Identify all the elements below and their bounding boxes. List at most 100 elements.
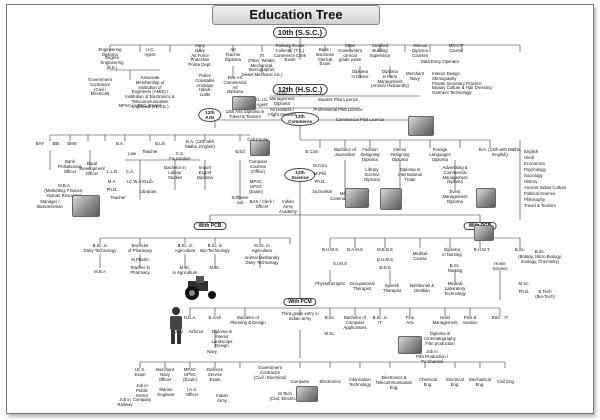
med-home-science: Home Science	[492, 261, 508, 271]
hub-with-pcb: With PCB	[193, 222, 227, 230]
med-bhmt: B.H.M.T.	[473, 247, 491, 252]
pcm-bca: Bachelor of Computer Applications	[343, 315, 367, 330]
med-msc: M.Sc.	[518, 281, 530, 286]
eng-electrical: Electrical Eng.	[446, 377, 464, 387]
hsc-lic-agent: I.L.I.C. Agent	[255, 97, 269, 107]
eng-marine: Marine Engineer	[157, 387, 175, 397]
commerce-intl-trade: Diploma in International Trade	[398, 167, 422, 182]
arts-mlib: M.Lib.	[142, 179, 154, 184]
med-phd: Ph.D.	[518, 289, 530, 294]
eng-merchant-navy: Merchant Navy Officer	[156, 367, 174, 382]
pcb-animal-husbandry: Animal Husbandry Dairy Technology	[244, 255, 280, 265]
arts-librarian: Librarian	[139, 189, 157, 194]
eng-entc: Electronics & Telecommunication Eng.	[375, 375, 413, 390]
medical-icon	[474, 225, 494, 241]
construction-icon	[296, 386, 318, 402]
diagram-title: Education Tree	[212, 5, 380, 25]
med-bhms: B.H.M.S	[322, 247, 338, 252]
hub-12th-arts: 12th Arts	[198, 108, 222, 122]
commerce-bjournalism: Bachelor of Journalism	[334, 147, 356, 157]
pcb-agriculture: B.Sc. in Agriculture	[174, 243, 196, 253]
eng-mechanical: Mechanical Eng.	[469, 377, 491, 387]
science-right-travel: Travel & Tourism	[524, 203, 556, 208]
ssc-data-entry: Data Entry Operator	[420, 59, 460, 64]
hub-12th-hsc: 12th (H.S.C.)	[272, 84, 328, 95]
arts-teacher-2: Teacher	[110, 195, 126, 200]
med-bsc: B.Sc.	[514, 247, 526, 252]
hsc-commercial-pilot: Commercial Pilot Licence	[335, 117, 385, 122]
students-icon	[345, 188, 369, 208]
pcm-pilot: Pilot & Aviation	[462, 315, 478, 325]
pcb-msc-agriculture: M.Sc. in Agriculture	[172, 265, 198, 275]
med-bds: B.D.S	[379, 265, 391, 270]
arts-software-job: Software Job	[231, 195, 249, 205]
hsc-hotel-management: Hotel Management Diploma	[269, 91, 295, 106]
pcm-film-job: Job in Film Production / TV Channel	[415, 349, 449, 364]
pcb-dairy-tech: B.Sc. in Dairy Technology	[83, 243, 117, 253]
ssc-fine-art: Fine Art Commercial Art Diploma	[223, 75, 247, 95]
arts-ma: M.A.	[107, 179, 117, 184]
arts-rural-dev: Rural Development Officer	[79, 161, 105, 176]
arts-baf: BAF	[35, 141, 45, 146]
eng-indian-army: Indian Army	[216, 393, 228, 403]
eng-computer: Computer	[290, 379, 310, 384]
commerce-journalism: Journalism	[311, 189, 333, 194]
science-right-ancient: Ancient Indian Culture	[524, 185, 567, 190]
ssc-dance-diploma: Diploma in Dance	[351, 69, 369, 79]
tractor-icon	[185, 276, 216, 300]
pcm-msc: M.Sc.	[324, 331, 336, 336]
med-medical-course: Medical Course	[412, 251, 428, 261]
science-right-polsci: Political Science	[524, 191, 556, 196]
arts-llb: L.L.B	[106, 169, 118, 174]
computer-operator-icon	[250, 140, 270, 156]
pcb-pharmacy: Bachelor of Pharmacy	[127, 243, 153, 253]
commerce-bcom: B.Com	[305, 149, 319, 154]
commerce-interior: Interior Designing Diploma	[390, 147, 410, 162]
arts-manager: Manager / Businessman	[37, 199, 63, 209]
eng-electronics: Electronics	[319, 379, 341, 384]
commerce-mphil: M.Phil	[314, 171, 326, 176]
eng-it: Information Technology	[349, 377, 371, 387]
ssc-bank-exam: Bank / Insurance Clerical Exam	[315, 47, 335, 67]
arts-bbi: BBI	[52, 141, 60, 146]
ssc-police-constable: Police Constable Animator Handi- crafts	[195, 73, 215, 98]
pcm-fine-arts: Fine Arts	[405, 315, 415, 325]
pcm-navy: Navy	[207, 349, 217, 354]
hsc-student-pilot: Student Pilot Licence	[317, 97, 359, 102]
pcm-nda: N.D.A.	[183, 315, 197, 320]
hsc-travel-tourism: 12th Arts Diploma in Travel & Tourism	[225, 109, 265, 119]
med-btech-biotech: B.Tech (Bio-Tech)	[535, 289, 555, 299]
med-physiotherapist: Physiotherapist	[315, 281, 345, 286]
eng-chemical: Chemical Eng.	[419, 377, 437, 387]
hsc-professional-pilot: Professional Pilot Licence	[313, 107, 363, 112]
pcm-bsc-it: B.Sc. in IT	[372, 315, 388, 325]
science-right-english: English	[524, 149, 539, 154]
pcm-airforce: Airforce	[188, 329, 204, 334]
science-right-psychology: Psychology	[524, 167, 546, 172]
ssc-amie: Associate Membership of Institution of E…	[125, 75, 175, 109]
science-right-philosophy: Philosophy	[524, 197, 546, 202]
commerce-fashion: Fashion Designing Diploma	[360, 147, 380, 162]
pcm-bsc: B.Sc.	[324, 315, 336, 320]
arts-teacher: Teacher	[142, 149, 158, 154]
arts-call-center: Call Center	[247, 137, 269, 143]
ssc-building-supervisor: Certified Building Supervisor	[369, 43, 391, 58]
ssc-govt-clerical: Other Government clerical grade exam	[338, 43, 362, 63]
ssc-art-teacher: Art Teacher Diploma	[225, 47, 241, 62]
arts-ca: C.A.	[125, 169, 135, 174]
eng-civil: Civil Eng.	[496, 379, 516, 384]
science-right-economics: Economics	[524, 161, 546, 166]
science-right-hindi: Hindi	[524, 155, 534, 160]
med-mbbs: M.B.B.S	[377, 247, 393, 252]
eng-railway: Job in Railway	[117, 397, 133, 407]
hub-12th-science: 12th Science	[284, 168, 316, 182]
pcm-cinematography: Diploma in Cinematography Film productio…	[424, 331, 456, 346]
eng-govt-contractor: Government Contractor (Civil / Electrica…	[254, 365, 286, 380]
ssc-ms-cit: MS-CIT Course	[448, 43, 464, 53]
ssc-vocational-list: Interior Design Stenography Private Secr…	[432, 71, 492, 96]
ssc-engineering-diploma: Engineering Diploma	[98, 47, 122, 57]
arts-law: Law	[128, 151, 136, 156]
hub-with-pcm: With PCM	[283, 298, 317, 306]
